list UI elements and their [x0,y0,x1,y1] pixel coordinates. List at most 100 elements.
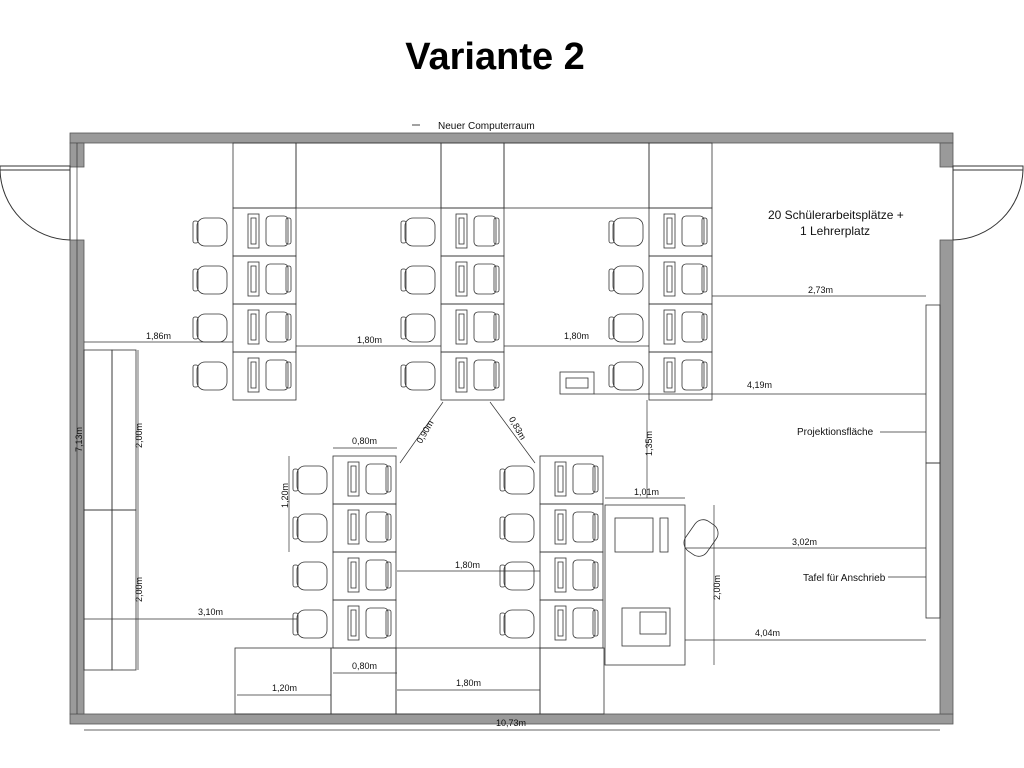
chair-back [499,564,506,588]
chair-back [608,364,615,388]
keyboard [250,313,257,341]
chair [503,465,535,495]
teacher-desk [559,371,719,666]
page-title: Variante 2 [405,36,585,78]
chair-back [385,513,392,541]
dim-bottom-120: 1,20m [272,683,297,693]
monitor [247,357,260,393]
chair [572,511,596,543]
dimension-lines [76,143,940,731]
keyboard [666,361,673,389]
chair-back [285,361,292,389]
monitor [663,309,676,345]
desk [332,503,397,553]
chair [612,361,644,391]
chair [681,359,705,391]
dim-side-2m-c: 2,00m [712,575,722,600]
dim-bottom-180: 1,80m [456,678,481,688]
chair [265,359,289,391]
chair-back [493,217,500,245]
desk [539,551,604,601]
desk [232,255,297,305]
dim-room-width: 10,73m [496,718,526,728]
capacity-line-1: 20 Schülerarbeitsplätze + [768,208,904,222]
wall-cabinets-top [232,142,713,209]
chair [503,561,535,591]
dim-side-2m-a: 2,00m [134,423,144,448]
desk-groups [192,207,713,649]
keyboard [458,313,465,341]
desk [648,207,713,257]
dim-gap-101: 1,01m [634,487,659,497]
desk [440,255,505,305]
chair [265,311,289,343]
dim-right-gap-2: 4,19m [747,380,772,390]
room-name: Neuer Computerraum [438,121,535,132]
desk [440,303,505,353]
desk [440,207,505,257]
dim-diag-right: 0,83m [507,415,528,442]
chair-back [592,465,599,493]
keyboard [666,313,673,341]
desk [648,351,713,401]
chair [681,215,705,247]
keyboard [250,217,257,245]
monitor [455,309,468,345]
chair [612,313,644,343]
dim-side-2m-b: 2,00m [134,577,144,602]
chair-back [292,516,299,540]
dim-room-depth: 7,13m [74,427,84,452]
wall-shelves-left [83,349,137,671]
monitor [554,605,567,641]
monitor [347,509,360,545]
chair [404,265,436,295]
dim-right-gap-4: 4,04m [755,628,780,638]
chair [296,561,328,591]
keyboard [250,265,257,293]
desk [539,503,604,553]
chair [365,511,389,543]
chair-back [285,313,292,341]
monitor [455,261,468,297]
chair-back [192,268,199,292]
desk [332,551,397,601]
chair-back [499,612,506,636]
monitor [554,557,567,593]
chair-back [385,465,392,493]
chair [365,559,389,591]
chair-back [192,364,199,388]
keyboard [350,513,357,541]
monitor [663,357,676,393]
keyboard [250,361,257,389]
keyboard [458,217,465,245]
monitor [455,357,468,393]
chair-back [493,265,500,293]
chair [473,215,497,247]
dim-desk-depth-a: 0,80m [352,436,377,446]
chair [572,559,596,591]
chair-back [493,313,500,341]
chair-back [608,220,615,244]
chair-back [292,564,299,588]
chair-back [701,313,708,341]
chair-back [701,361,708,389]
keyboard [458,361,465,389]
monitor [347,461,360,497]
chair [681,263,705,295]
keyboard [557,609,564,637]
chair [296,465,328,495]
chair-back [608,316,615,340]
desk [440,351,505,401]
dim-gap-135: 1,35m [644,431,654,456]
dimension-labels: 1,86m 1,80m 1,80m 2,73m 4,19m 0,90m 0,83… [74,285,833,728]
chair-back [400,364,407,388]
chair-back [385,609,392,637]
chair-back [400,220,407,244]
chair [473,263,497,295]
keyboard [350,609,357,637]
chair-back [192,316,199,340]
chair [473,359,497,391]
chair-back [400,316,407,340]
chair-back [592,561,599,589]
